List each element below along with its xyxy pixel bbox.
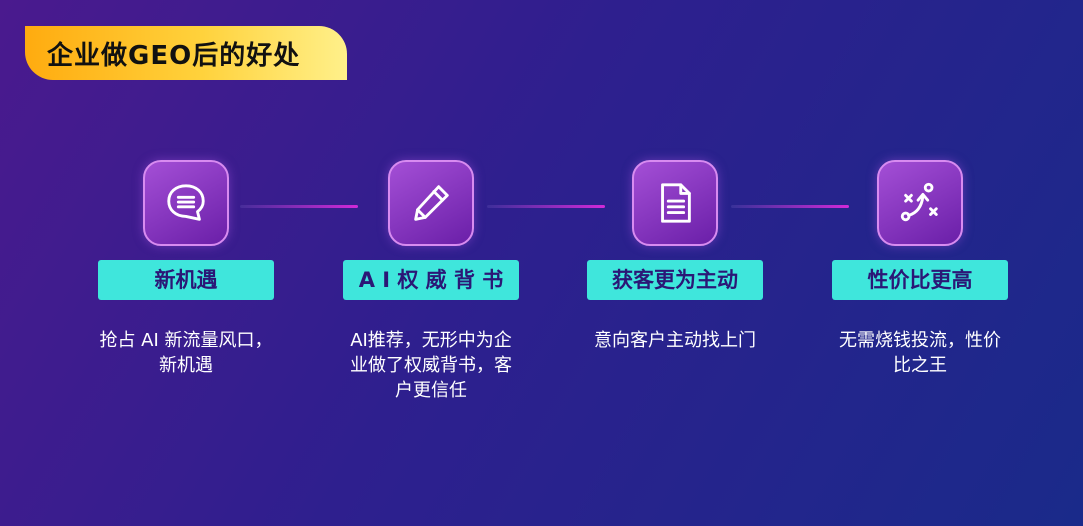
strategy-route-icon [877, 160, 963, 246]
benefit-description: 无需烧钱投流，性价比之王 [839, 330, 1001, 376]
benefit-label: 新机遇 [98, 260, 274, 300]
benefit-description: 意向客户主动找上门 [594, 330, 756, 351]
chat-bubble-icon [143, 160, 229, 246]
benefit-step-ai-endorsement: A I 权 威 背 书 AI推荐，无形中为企业做了权威背书，客户更信任 [341, 160, 521, 403]
benefit-description: 抢占 AI 新流量风口，新机遇 [99, 330, 273, 376]
document-icon [632, 160, 718, 246]
connector-line [731, 205, 849, 208]
benefit-step-proactive-leads: 获客更为主动 意向客户主动找上门 [585, 160, 765, 353]
section-title-tab: 企业做GEO后的好处 [25, 26, 347, 80]
benefit-label: 性价比更高 [832, 260, 1008, 300]
connector-line [487, 205, 605, 208]
benefit-label: 获客更为主动 [587, 260, 763, 300]
benefit-description: AI推荐，无形中为企业做了权威背书，客户更信任 [350, 330, 512, 401]
benefit-step-new-opportunity: 新机遇 抢占 AI 新流量风口，新机遇 [96, 160, 276, 378]
section-title: 企业做GEO后的好处 [47, 40, 301, 71]
connector-line [240, 205, 358, 208]
benefit-label: A I 权 威 背 书 [343, 260, 519, 300]
benefit-step-cost-effective: 性价比更高 无需烧钱投流，性价比之王 [830, 160, 1010, 378]
pen-icon [388, 160, 474, 246]
